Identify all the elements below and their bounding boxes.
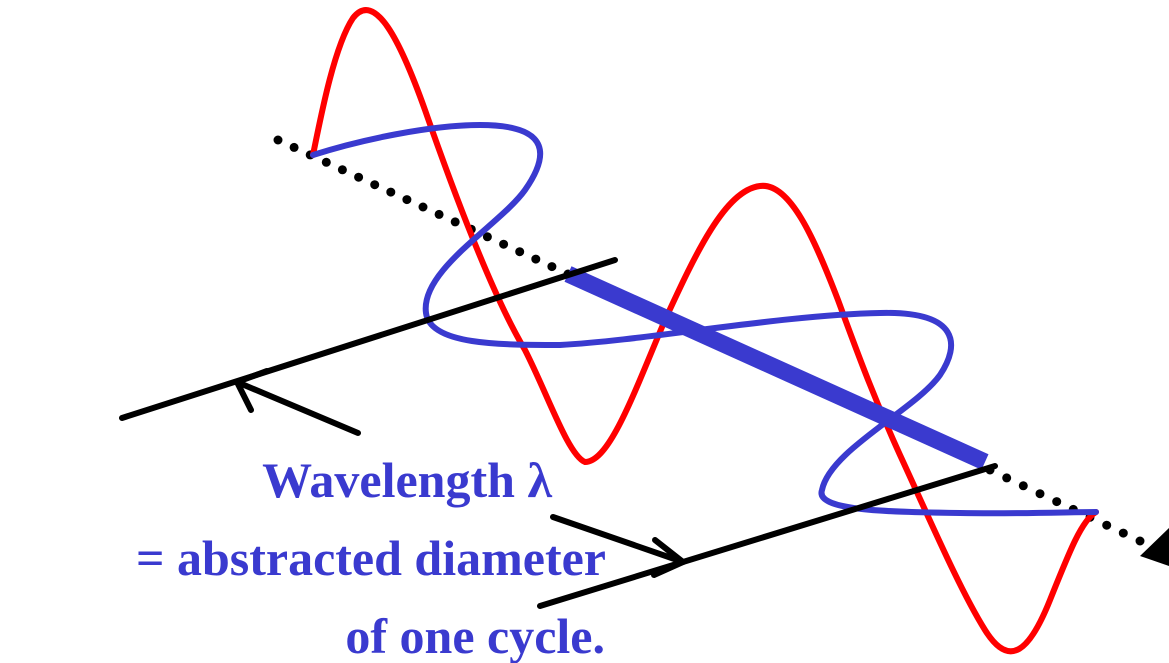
axis-dot <box>499 239 509 249</box>
pointer-arrow-upper <box>234 368 361 436</box>
axis-dot <box>547 262 557 272</box>
axis-dot <box>531 254 541 264</box>
axis-dot <box>337 165 347 175</box>
open-arrowhead-icon <box>651 537 686 578</box>
propagation-axis-dots <box>273 135 1145 546</box>
axis-dot <box>482 232 492 242</box>
pointer-arrow-lower <box>550 514 686 578</box>
caption-line-3: of one cycle. <box>345 608 605 663</box>
axis-dot <box>386 187 396 197</box>
axis-dot <box>273 135 283 145</box>
axis-dot <box>321 157 331 167</box>
axis-dot <box>1018 481 1028 491</box>
caption-line-2: = abstracted diameter <box>136 530 606 586</box>
electric-field-wave <box>310 7 1099 655</box>
reference-line-upper <box>119 257 618 421</box>
open-arrowhead-icon <box>234 368 270 413</box>
axis-dot <box>1102 520 1112 530</box>
axis-dot <box>1135 536 1145 546</box>
axis-dot <box>402 195 412 205</box>
axis-dot <box>434 209 444 219</box>
axis-dot <box>515 247 525 257</box>
axis-dot <box>354 172 364 182</box>
reference-line-lower <box>537 463 998 609</box>
axis-dot <box>418 202 428 212</box>
axis-dot <box>450 217 460 227</box>
axis-dot <box>289 142 299 152</box>
caption-line-1: Wavelength λ <box>262 452 552 508</box>
axis-arrowhead-icon <box>1140 528 1169 566</box>
axis-dot <box>1035 489 1045 499</box>
axis-dot <box>1052 497 1062 507</box>
wavelength-bar <box>564 266 989 470</box>
axis-dot <box>1002 473 1012 483</box>
axis-dot <box>370 180 380 190</box>
axis-dot <box>1118 528 1128 538</box>
